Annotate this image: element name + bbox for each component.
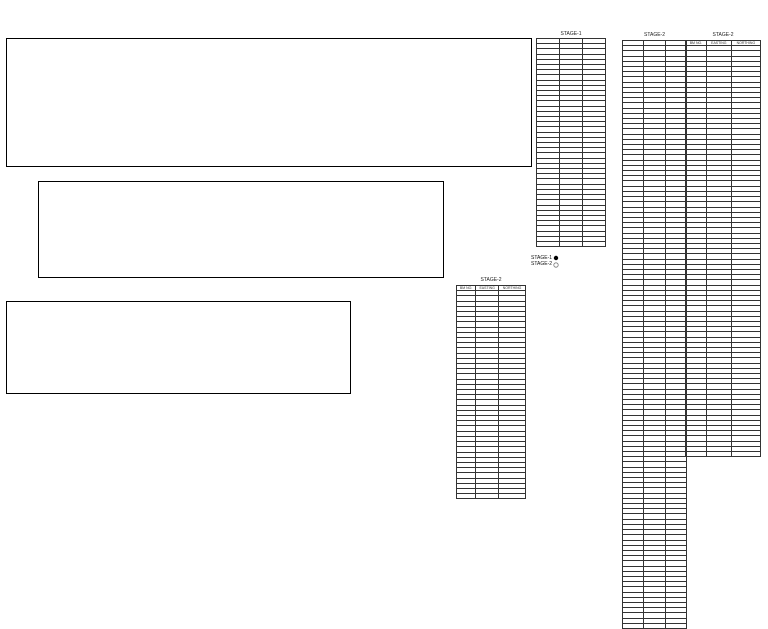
stage2-benchmark-table-b: BM NO. EASTING NORTHING — [685, 39, 762, 458]
table-header-row: BM NO. EASTING NORTHING — [455, 284, 526, 292]
plan-frame-2 — [38, 181, 444, 278]
col-bm-no: BM NO. — [455, 284, 477, 292]
col-northing: NORTHING — [498, 284, 526, 292]
legend-stage1-label: STAGE-1 — [531, 255, 553, 261]
stage2-table-c-title: STAGE-2 — [480, 277, 502, 283]
table-header-row: BM NO. EASTING NORTHING — [685, 39, 762, 47]
table-cell — [643, 622, 666, 629]
stage2-benchmark-table-c: BM NO. EASTING NORTHING — [455, 284, 526, 500]
table-cell — [730, 451, 762, 458]
table-row — [685, 451, 762, 458]
stage1-table-title: STAGE-1 — [560, 31, 582, 37]
table-cell — [664, 622, 688, 629]
plan-frame-1 — [6, 38, 532, 167]
legend-stage2-label: STAGE-2 — [531, 261, 553, 267]
table-cell — [498, 493, 526, 500]
legend-stage2-symbol — [553, 262, 559, 268]
table-row — [621, 170, 688, 177]
table-cell — [685, 451, 707, 458]
legend-symbols — [553, 255, 559, 268]
col-northing: NORTHING — [730, 39, 762, 47]
plan-frame-3 — [6, 301, 351, 394]
table-cell — [582, 240, 606, 248]
drawing-sheet: STAGE-1 STAGE-2 STAGE-2 STAGE-2 — [6, 31, 762, 629]
table-cell — [455, 493, 477, 500]
legend-stage1-symbol — [553, 255, 559, 261]
stage2-table-a-title: STAGE-2 — [643, 32, 666, 38]
table-row — [621, 622, 688, 629]
stage2-table-b-title: STAGE-2 — [712, 32, 734, 38]
table-row — [536, 240, 606, 248]
stage1-benchmark-table — [536, 37, 606, 248]
table-cell — [621, 622, 645, 629]
col-bm-no: BM NO. — [685, 39, 707, 47]
table-row — [455, 493, 526, 500]
